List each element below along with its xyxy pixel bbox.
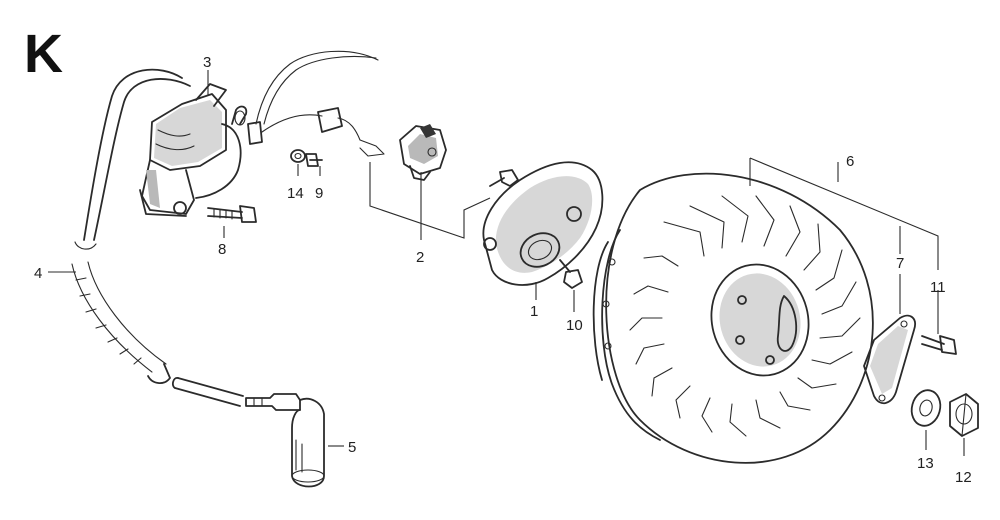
washer-14 xyxy=(290,149,306,163)
screw-10 xyxy=(559,259,583,289)
callout-7: 7 xyxy=(896,255,904,272)
callout-5: 5 xyxy=(348,439,356,456)
callout-14: 14 xyxy=(287,185,304,202)
callout-3: 3 xyxy=(203,54,211,71)
screw-11 xyxy=(921,335,957,355)
ignition-coil xyxy=(139,83,248,217)
callout-13: 13 xyxy=(917,455,934,472)
spark-plug-cap xyxy=(245,393,325,488)
callout-12: 12 xyxy=(955,469,972,486)
washer-13 xyxy=(910,389,942,427)
callout-1: 1 xyxy=(530,303,538,320)
callout-8: 8 xyxy=(218,241,226,258)
callout-6: 6 xyxy=(846,153,854,170)
breaker-cover xyxy=(482,161,604,286)
leader-lines xyxy=(48,70,965,456)
callout-2: 2 xyxy=(416,249,424,266)
section-letter: K xyxy=(24,24,63,84)
flywheel xyxy=(592,172,874,464)
bolt-8 xyxy=(207,205,257,223)
contact-breaker-points xyxy=(369,124,491,239)
callout-10: 10 xyxy=(566,317,583,334)
high-tension-cord xyxy=(71,68,244,407)
callout-9: 9 xyxy=(315,185,323,202)
stop-switch-wire xyxy=(247,50,385,157)
plate-7 xyxy=(863,314,916,405)
callout-4: 4 xyxy=(34,265,42,282)
cover-screw xyxy=(489,169,519,187)
nut-12 xyxy=(949,393,979,437)
callout-11: 11 xyxy=(930,279,946,296)
screw-9 xyxy=(305,153,323,167)
